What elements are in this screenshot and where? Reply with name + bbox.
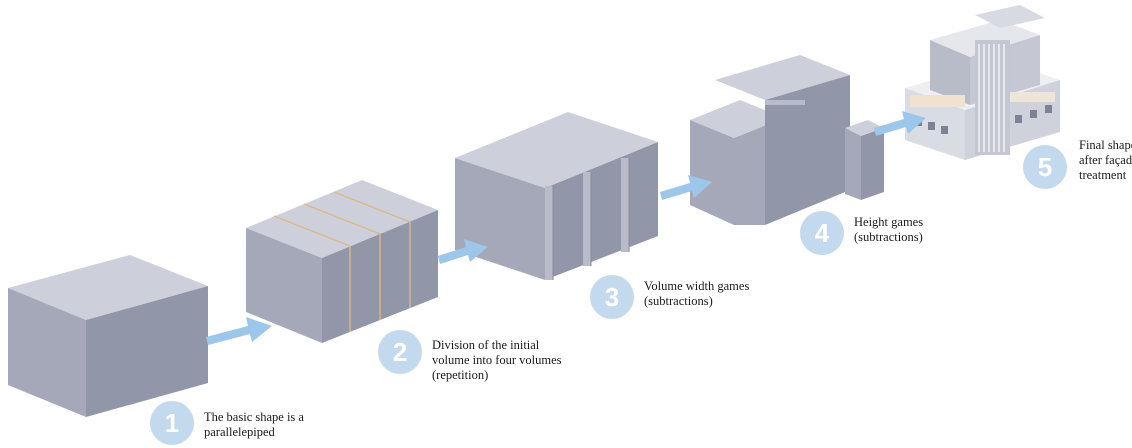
caption-line: after façade [1079, 153, 1132, 167]
progression-arrows [206, 111, 926, 345]
caption-line: Volume width games [644, 279, 750, 293]
arrow-4-to-5 [874, 111, 926, 136]
caption-line: treatment [1079, 168, 1127, 182]
step-2-caption: Division of the initial volume into four… [432, 338, 562, 383]
caption-line: Final shape [1079, 138, 1132, 152]
caption-line: Division of the initial [432, 338, 540, 352]
arrow-3-to-4 [660, 175, 712, 200]
caption-line: Height games [854, 215, 924, 229]
stage-3-width-subtractions [455, 112, 658, 280]
step-1-badge: 1 [150, 401, 194, 445]
caption-line: volume into four volumes [432, 353, 562, 367]
step-2-badge: 2 [378, 330, 422, 374]
arrow-2-to-3 [438, 239, 488, 264]
step-5-badge: 5 [1023, 145, 1067, 189]
arrow-1-to-2 [206, 317, 272, 345]
step-4-caption: Height games (subtractions) [854, 215, 923, 245]
step-3-caption: Volume width games (subtractions) [644, 279, 749, 309]
caption-line: (repetition) [432, 368, 489, 382]
caption-line: (subtractions) [644, 294, 713, 308]
step-1-caption: The basic shape is a parallelepiped [204, 410, 304, 440]
stage-4-height-subtractions [690, 55, 884, 225]
stage-1-parallelepiped-volume [8, 255, 208, 417]
caption-line: The basic shape is a [204, 410, 304, 424]
step-3-badge: 3 [590, 275, 634, 319]
stage-5-final-building [905, 5, 1060, 160]
step-4-badge: 4 [800, 211, 844, 255]
caption-line: parallelepiped [204, 425, 275, 439]
step-5-caption: Final shape after façade treatment [1079, 138, 1132, 183]
stage-2-four-volumes [246, 180, 438, 343]
caption-line: (subtractions) [854, 230, 923, 244]
